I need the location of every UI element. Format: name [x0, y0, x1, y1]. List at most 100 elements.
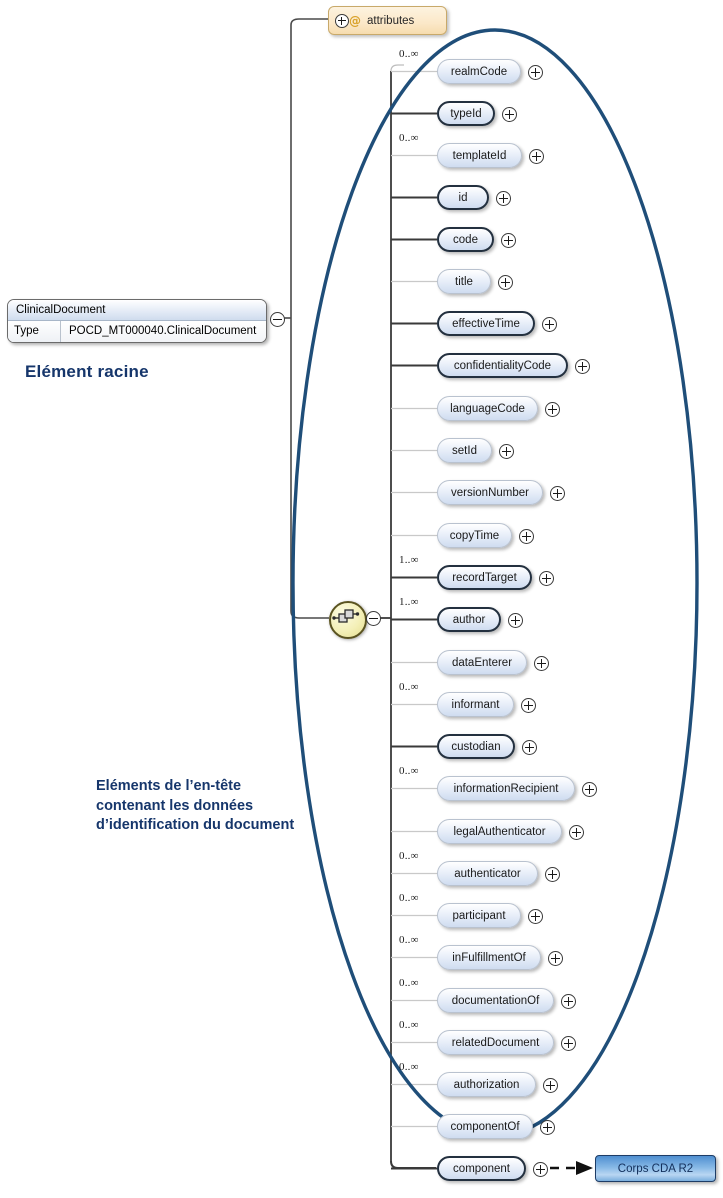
element-node-label: authorization: [453, 1078, 520, 1091]
element-node-informant[interactable]: informant: [437, 692, 514, 717]
element-expand-toggle-dataenterer[interactable]: [534, 656, 549, 671]
sequence-connector-icon[interactable]: [329, 601, 367, 639]
element-node-componentof[interactable]: componentOf: [437, 1114, 533, 1139]
element-expand-toggle-versionnumber[interactable]: [550, 486, 565, 501]
element-node-label: participant: [452, 909, 506, 922]
plus-circle-icon: [533, 1162, 548, 1177]
element-expand-toggle-relateddocument[interactable]: [561, 1036, 576, 1051]
element-node-typeid[interactable]: typeId: [437, 101, 495, 126]
element-node-confidentialitycode[interactable]: confidentialityCode: [437, 353, 568, 378]
element-node-templateid[interactable]: templateId: [437, 143, 522, 168]
plus-circle-icon: [540, 1120, 555, 1135]
element-node-copytime[interactable]: copyTime: [437, 523, 512, 548]
element-node-label: languageCode: [450, 402, 525, 415]
root-element-box[interactable]: ClinicalDocument Type POCD_MT000040.Clin…: [7, 299, 267, 343]
plus-circle-icon: [534, 656, 549, 671]
cardinality-label-authenticator: 0..∞: [399, 850, 419, 862]
root-collapse-toggle[interactable]: [270, 312, 285, 327]
element-node-relateddocument[interactable]: relatedDocument: [437, 1030, 554, 1055]
sequence-collapse-toggle[interactable]: [366, 611, 381, 626]
element-expand-toggle-recordtarget[interactable]: [539, 571, 554, 586]
element-node-label: recordTarget: [452, 571, 517, 584]
element-expand-toggle-copytime[interactable]: [519, 529, 534, 544]
element-node-infulfillmentof[interactable]: inFulfillmentOf: [437, 945, 541, 970]
plus-circle-icon: [561, 994, 576, 1009]
cardinality-label-informant: 0..∞: [399, 681, 419, 693]
element-node-realmcode[interactable]: realmCode: [437, 59, 521, 84]
element-node-label: legalAuthenticator: [453, 825, 546, 838]
element-expand-toggle-infulfillmentof[interactable]: [548, 951, 563, 966]
element-node-versionnumber[interactable]: versionNumber: [437, 480, 543, 505]
element-expand-toggle-legalauthenticator[interactable]: [569, 825, 584, 840]
element-expand-toggle-confidentialitycode[interactable]: [575, 359, 590, 374]
element-node-id[interactable]: id: [437, 185, 489, 210]
element-expand-toggle-component[interactable]: [533, 1162, 548, 1177]
element-node-component[interactable]: component: [437, 1156, 526, 1181]
attributes-label: attributes: [367, 14, 415, 27]
plus-circle-icon[interactable]: [335, 13, 349, 28]
element-node-recordtarget[interactable]: recordTarget: [437, 565, 532, 590]
element-expand-toggle-informationrecipient[interactable]: [582, 782, 597, 797]
cardinality-label-recordtarget: 1..∞: [399, 554, 419, 566]
element-node-informationrecipient[interactable]: informationRecipient: [437, 776, 575, 801]
element-node-label: copyTime: [449, 529, 500, 542]
element-node-effectivetime[interactable]: effectiveTime: [437, 311, 535, 336]
element-expand-toggle-templateid[interactable]: [529, 149, 544, 164]
at-sign-icon: @: [349, 13, 361, 28]
element-node-authorization[interactable]: authorization: [437, 1072, 536, 1097]
element-expand-toggle-id[interactable]: [496, 191, 511, 206]
element-expand-toggle-authenticator[interactable]: [545, 867, 560, 882]
element-node-documentationof[interactable]: documentationOf: [437, 988, 554, 1013]
annotation-header-elements: Eléments de l’en-tête contenant les donn…: [96, 778, 295, 833]
element-expand-toggle-realmcode[interactable]: [528, 65, 543, 80]
element-node-label: informant: [451, 698, 500, 711]
element-expand-toggle-informant[interactable]: [521, 698, 536, 713]
cardinality-label-authorization: 0..∞: [399, 1061, 419, 1073]
element-expand-toggle-code[interactable]: [501, 233, 516, 248]
element-node-label: title: [455, 275, 473, 288]
element-node-legalauthenticator[interactable]: legalAuthenticator: [437, 819, 562, 844]
element-node-title[interactable]: title: [437, 269, 491, 294]
element-node-label: inFulfillmentOf: [452, 951, 526, 964]
element-expand-toggle-authorization[interactable]: [543, 1078, 558, 1093]
body-reference-box[interactable]: Corps CDA R2: [595, 1155, 716, 1182]
element-node-author[interactable]: author: [437, 607, 501, 632]
plus-circle-icon: [522, 740, 537, 755]
element-node-custodian[interactable]: custodian: [437, 734, 515, 759]
element-node-label: realmCode: [450, 65, 508, 78]
element-expand-toggle-participant[interactable]: [528, 909, 543, 924]
element-expand-toggle-languagecode[interactable]: [545, 402, 560, 417]
element-expand-toggle-title[interactable]: [498, 275, 513, 290]
plus-circle-icon: [528, 65, 543, 80]
element-node-authenticator[interactable]: authenticator: [437, 861, 538, 886]
attributes-box[interactable]: @ attributes: [328, 6, 447, 35]
element-node-label: confidentialityCode: [453, 359, 552, 372]
root-element-type-row: Type POCD_MT000040.ClinicalDocument: [8, 321, 266, 342]
element-expand-toggle-componentof[interactable]: [540, 1120, 555, 1135]
cardinality-label-templateid: 0..∞: [399, 132, 419, 144]
element-node-label: id: [458, 191, 468, 204]
plus-circle-icon: [582, 782, 597, 797]
element-expand-toggle-author[interactable]: [508, 613, 523, 628]
plus-circle-icon: [508, 613, 523, 628]
plus-circle-icon: [543, 1078, 558, 1093]
element-node-dataenterer[interactable]: dataEnterer: [437, 650, 527, 675]
cardinality-label-documentationof: 0..∞: [399, 977, 419, 989]
element-node-setid[interactable]: setId: [437, 438, 492, 463]
element-expand-toggle-typeid[interactable]: [502, 107, 517, 122]
element-node-label: effectiveTime: [452, 317, 520, 330]
element-expand-toggle-documentationof[interactable]: [561, 994, 576, 1009]
element-node-label: relatedDocument: [451, 1036, 540, 1049]
root-type-value: POCD_MT000040.ClinicalDocument: [69, 325, 257, 337]
element-node-label: documentationOf: [451, 994, 540, 1007]
element-node-languagecode[interactable]: languageCode: [437, 396, 538, 421]
element-node-code[interactable]: code: [437, 227, 494, 252]
element-node-participant[interactable]: participant: [437, 903, 521, 928]
element-expand-toggle-effectivetime[interactable]: [542, 317, 557, 332]
element-node-label: versionNumber: [451, 486, 529, 499]
plus-circle-icon: [545, 867, 560, 882]
element-expand-toggle-setid[interactable]: [499, 444, 514, 459]
element-expand-toggle-custodian[interactable]: [522, 740, 537, 755]
